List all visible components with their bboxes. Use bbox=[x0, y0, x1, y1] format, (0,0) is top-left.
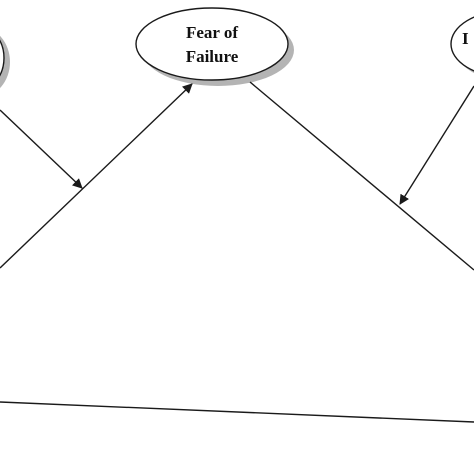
right-node-cropped: I bbox=[450, 16, 474, 73]
edge-right-node-to-right-path bbox=[399, 85, 474, 205]
left-node-cropped bbox=[0, 35, 10, 89]
fear-of-failure-label-line2: Failure bbox=[186, 47, 239, 66]
right-node-label-fragment: I bbox=[462, 29, 469, 48]
edge-left-node-to-left-path bbox=[0, 109, 83, 189]
fear-of-failure-label-line1: Fear of bbox=[186, 23, 238, 42]
edge-left-path-to-fear-of-failure bbox=[0, 83, 193, 269]
fear-of-failure-node: Fear of Failure bbox=[135, 7, 294, 86]
edge-fear-of-failure-to-right-path bbox=[249, 81, 474, 271]
edge-bottom-path bbox=[0, 401, 474, 423]
